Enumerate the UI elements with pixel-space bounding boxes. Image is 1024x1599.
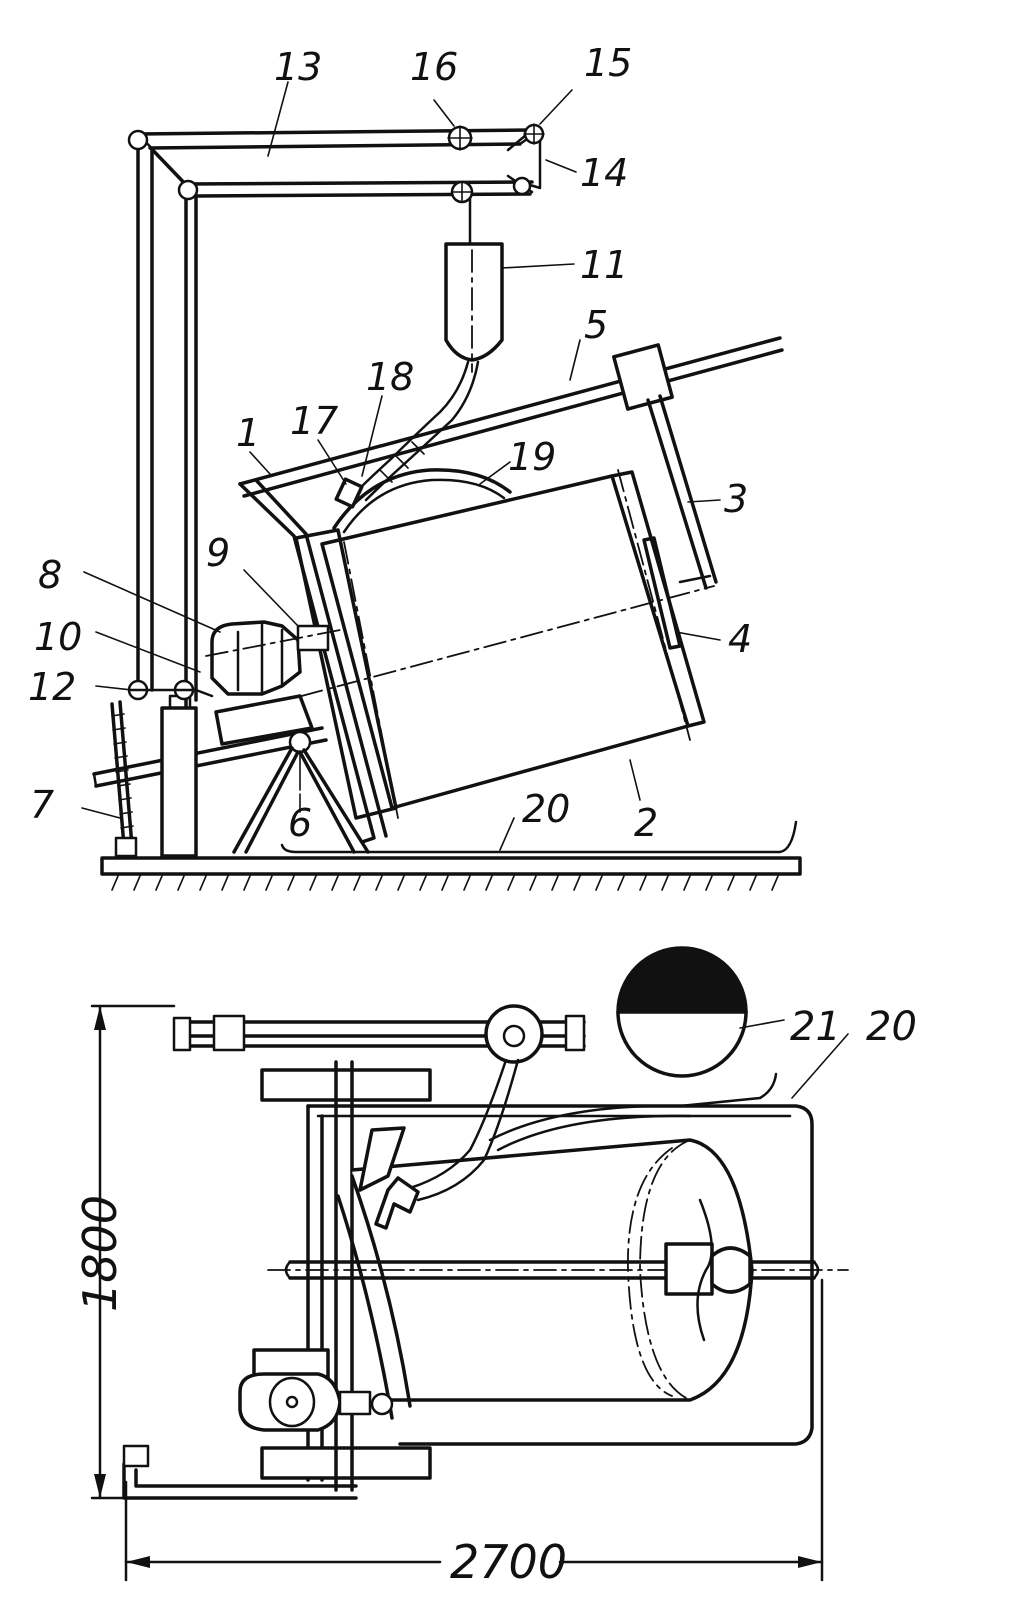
label-20: 20: [522, 787, 570, 831]
boom-arm: [136, 128, 542, 198]
plan-motor: [238, 1348, 394, 1432]
label-21: 21: [790, 1004, 841, 1050]
label-16: 16: [410, 45, 458, 89]
side-view-labels: 13 16 15 14 11 5 18 1 17 19 3 9 8 4 10 1…: [28, 41, 752, 845]
label-4: 4: [728, 617, 752, 661]
label-5: 5: [584, 303, 608, 347]
drum-frame: [238, 478, 388, 844]
plan-view: [90, 946, 849, 1582]
ground-base: [100, 856, 802, 891]
dimension-2700: 2700: [450, 1535, 567, 1589]
side-view: [92, 123, 802, 891]
label-18: 18: [366, 355, 414, 399]
label-15: 15: [584, 41, 632, 85]
plan-boom: [172, 1004, 586, 1064]
sight-glass: [616, 946, 748, 1078]
label-10: 10: [34, 615, 82, 659]
crane-column: [136, 138, 198, 712]
plan-crossbars: [260, 1060, 432, 1492]
label-3: 3: [724, 477, 748, 521]
drive-motor: [205, 620, 341, 696]
label-9: 9: [206, 531, 230, 575]
label-7: 7: [30, 783, 54, 827]
mixing-drum: [263, 469, 715, 820]
dimension-1800: 1800: [73, 1195, 127, 1312]
label-12: 12: [28, 665, 76, 709]
label-14: 14: [580, 151, 628, 195]
label-13: 13: [274, 45, 322, 89]
label-20-plan: 20: [866, 1004, 917, 1050]
hydraulic-cylinder: [127, 679, 214, 858]
plan-view-labels: 21 20 1800 2700: [73, 1004, 917, 1589]
leader-20-plan: [791, 1033, 849, 1099]
label-11: 11: [580, 243, 628, 287]
label-8: 8: [38, 553, 62, 597]
plan-axle: [267, 1198, 849, 1342]
leader-21: [739, 1019, 785, 1029]
support-arm-3: [646, 394, 718, 590]
label-19: 19: [508, 435, 556, 479]
label-17: 17: [290, 399, 338, 443]
skid-rail: [280, 820, 798, 854]
hoist-unit: [444, 242, 504, 373]
tripod-stand: [232, 730, 370, 854]
plan-hose: [358, 1058, 778, 1230]
pulleys: [127, 123, 545, 204]
side-view-leaders: [81, 81, 721, 851]
label-1: 1: [236, 411, 260, 455]
label-2: 2: [634, 801, 658, 845]
motor-base: [92, 694, 328, 788]
valve-nozzle: [334, 477, 364, 509]
jack-post: [110, 700, 138, 858]
dimension-lines: [90, 1004, 824, 1582]
